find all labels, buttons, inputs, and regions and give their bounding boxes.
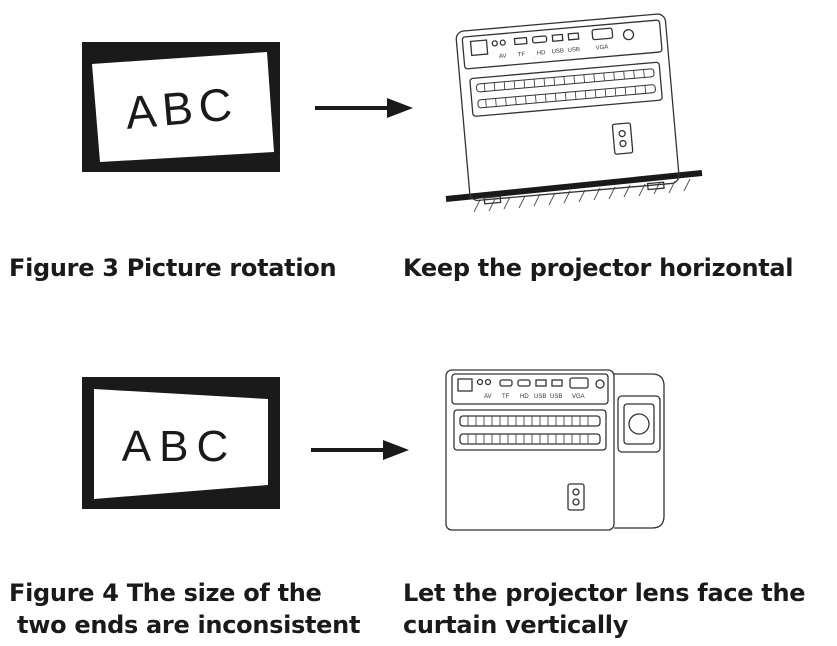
usb-port-label-2: USB <box>567 47 580 54</box>
lens-face-caption-line2: curtain vertically <box>403 611 629 639</box>
usb-port-label: USB <box>552 48 565 55</box>
keystone-screen-text: ABC <box>122 422 236 471</box>
usb-port-label-b2: USB <box>550 394 562 400</box>
tilted-projector-illustration: AV TF HD USB USB VGA <box>445 13 703 213</box>
level-projector-illustration: AV TF HD USB USB VGA <box>445 369 665 531</box>
arrow-right-icon-2 <box>311 440 409 460</box>
arrow-right-icon <box>315 98 413 118</box>
usb-port-label-b: USB <box>534 394 546 400</box>
lens-face-caption-line1: Let the projector lens face the <box>403 579 806 607</box>
vga-port-label: VGA <box>595 44 608 51</box>
keep-horizontal-caption: Keep the projector horizontal <box>403 254 794 282</box>
figure-3-caption: Figure 3 Picture rotation <box>9 254 337 282</box>
av-port-label-b: AV <box>484 394 492 400</box>
figure-4-caption-line2: two ends are inconsistent <box>9 611 361 639</box>
vga-port-label-b: VGA <box>572 394 585 400</box>
tf-port-label: TF <box>518 52 526 59</box>
hd-port-label-b: HD <box>520 394 529 400</box>
tf-port-label-b: TF <box>502 394 510 400</box>
hd-port-label: HD <box>537 50 547 57</box>
rotated-screen-illustration: ABC <box>82 42 280 172</box>
av-port-label: AV <box>499 53 507 60</box>
figure-4-caption-line1: Figure 4 The size of the <box>9 579 322 607</box>
keystone-screen-illustration: ABC <box>82 377 280 509</box>
rotated-screen-text: ABC <box>123 77 240 139</box>
